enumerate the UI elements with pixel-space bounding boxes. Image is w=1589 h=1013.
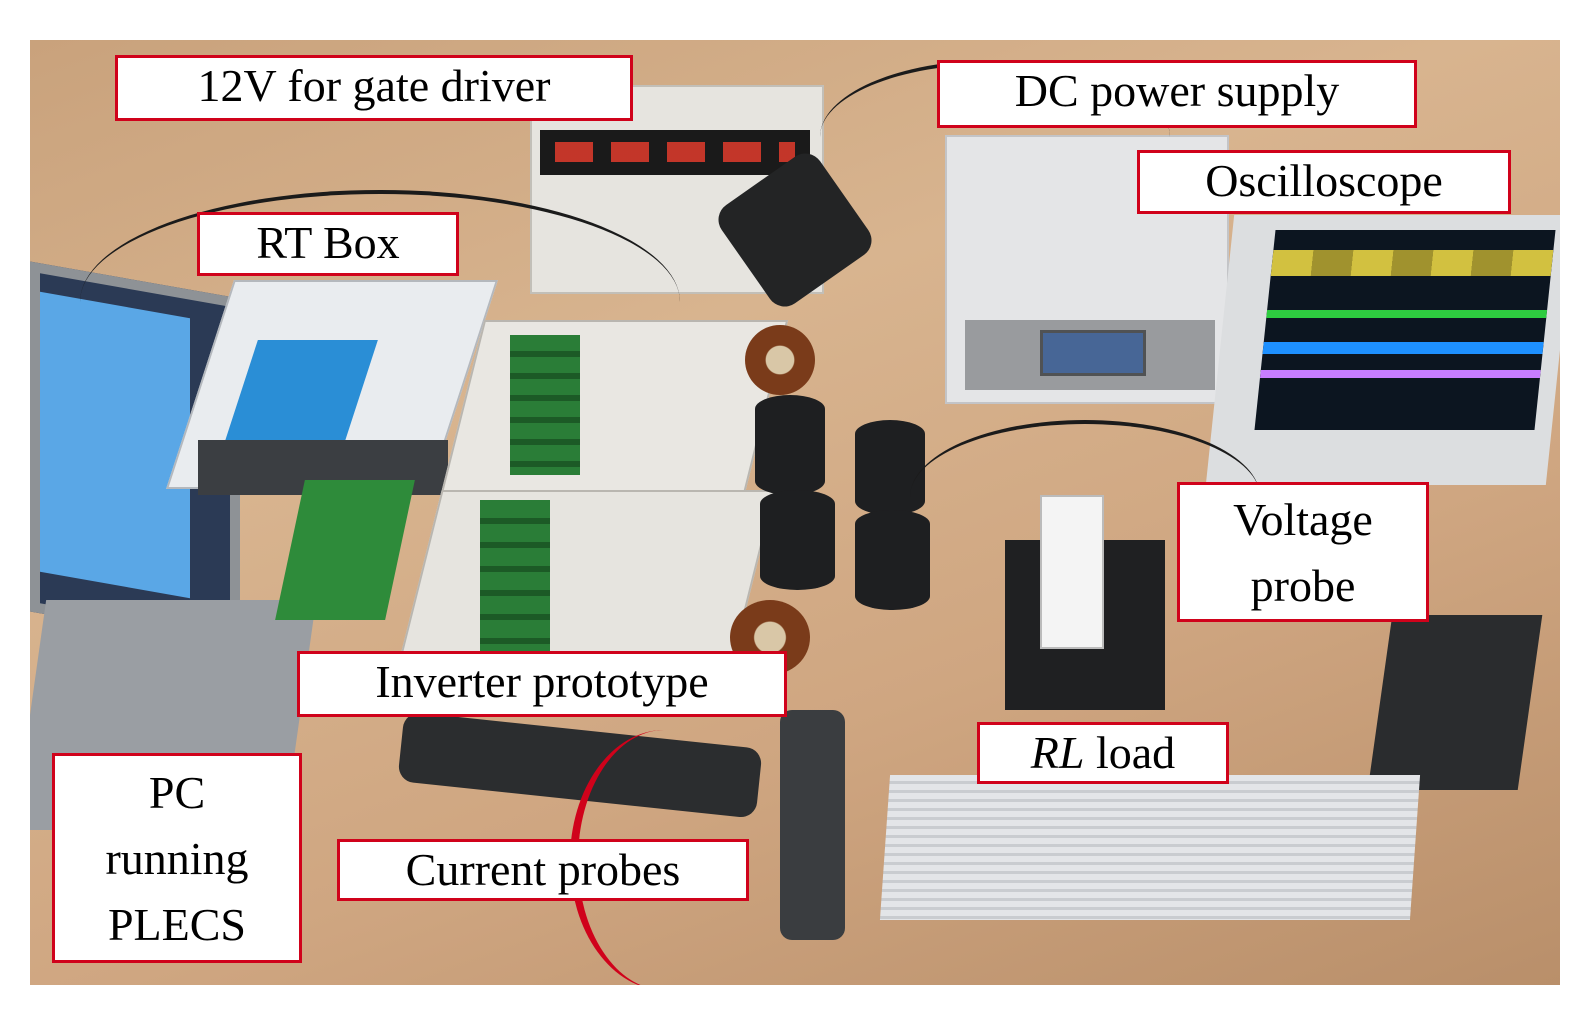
trace-green <box>1266 310 1548 318</box>
label-voltage-probe: Voltage probe <box>1177 482 1429 622</box>
oscilloscope-screen <box>1254 230 1556 430</box>
label-oscilloscope-text: Oscilloscope <box>1205 155 1443 206</box>
cable-1 <box>80 190 680 414</box>
label-pc-line3: PLECS <box>107 899 247 950</box>
trace-purple <box>1259 370 1541 378</box>
label-pc-line1: PC <box>148 767 206 818</box>
label-gate-driver-text: 12V for gate driver <box>197 60 551 111</box>
label-current-probes-text: Current probes <box>405 844 681 895</box>
label-rt-box-text: RT Box <box>256 217 400 268</box>
label-inverter-text: Inverter prototype <box>375 656 709 707</box>
voltage-probe-module <box>1367 615 1543 790</box>
trace-yellow <box>1270 250 1554 276</box>
load-resistor <box>879 775 1421 920</box>
current-probe-clamp-2 <box>780 710 845 940</box>
label-rl-load: RL load <box>977 722 1229 784</box>
toroid-inductor-top <box>745 325 815 395</box>
capacitor-1 <box>755 395 825 495</box>
label-current-probes: Current probes <box>337 839 749 901</box>
capacitor-2 <box>760 490 835 590</box>
label-dc-supply-text: DC power supply <box>1014 65 1340 116</box>
breakout-board <box>275 480 415 620</box>
label-rl-load-text: load <box>1084 727 1176 778</box>
label-pc-running-plecs: PC running PLECS <box>52 753 302 963</box>
label-rl-load-italic: RL <box>1030 727 1085 778</box>
label-pc-line2: running <box>105 833 249 884</box>
cable-3 <box>910 420 1260 574</box>
label-oscilloscope: Oscilloscope <box>1137 150 1511 214</box>
label-voltage-probe-line1: Voltage <box>1233 494 1373 545</box>
bench-supply-readout <box>555 142 795 162</box>
label-gate-driver-supply: 12V for gate driver <box>115 55 633 121</box>
trace-blue <box>1262 342 1544 354</box>
dc-supply-front <box>965 320 1215 390</box>
capacitor-4 <box>855 510 930 610</box>
label-voltage-probe-line2: probe <box>1250 560 1356 611</box>
label-inverter-prototype: Inverter prototype <box>297 651 787 717</box>
label-rt-box: RT Box <box>197 212 459 276</box>
gate-driver-modules-bottom <box>480 500 550 660</box>
label-dc-power-supply: DC power supply <box>937 60 1417 128</box>
